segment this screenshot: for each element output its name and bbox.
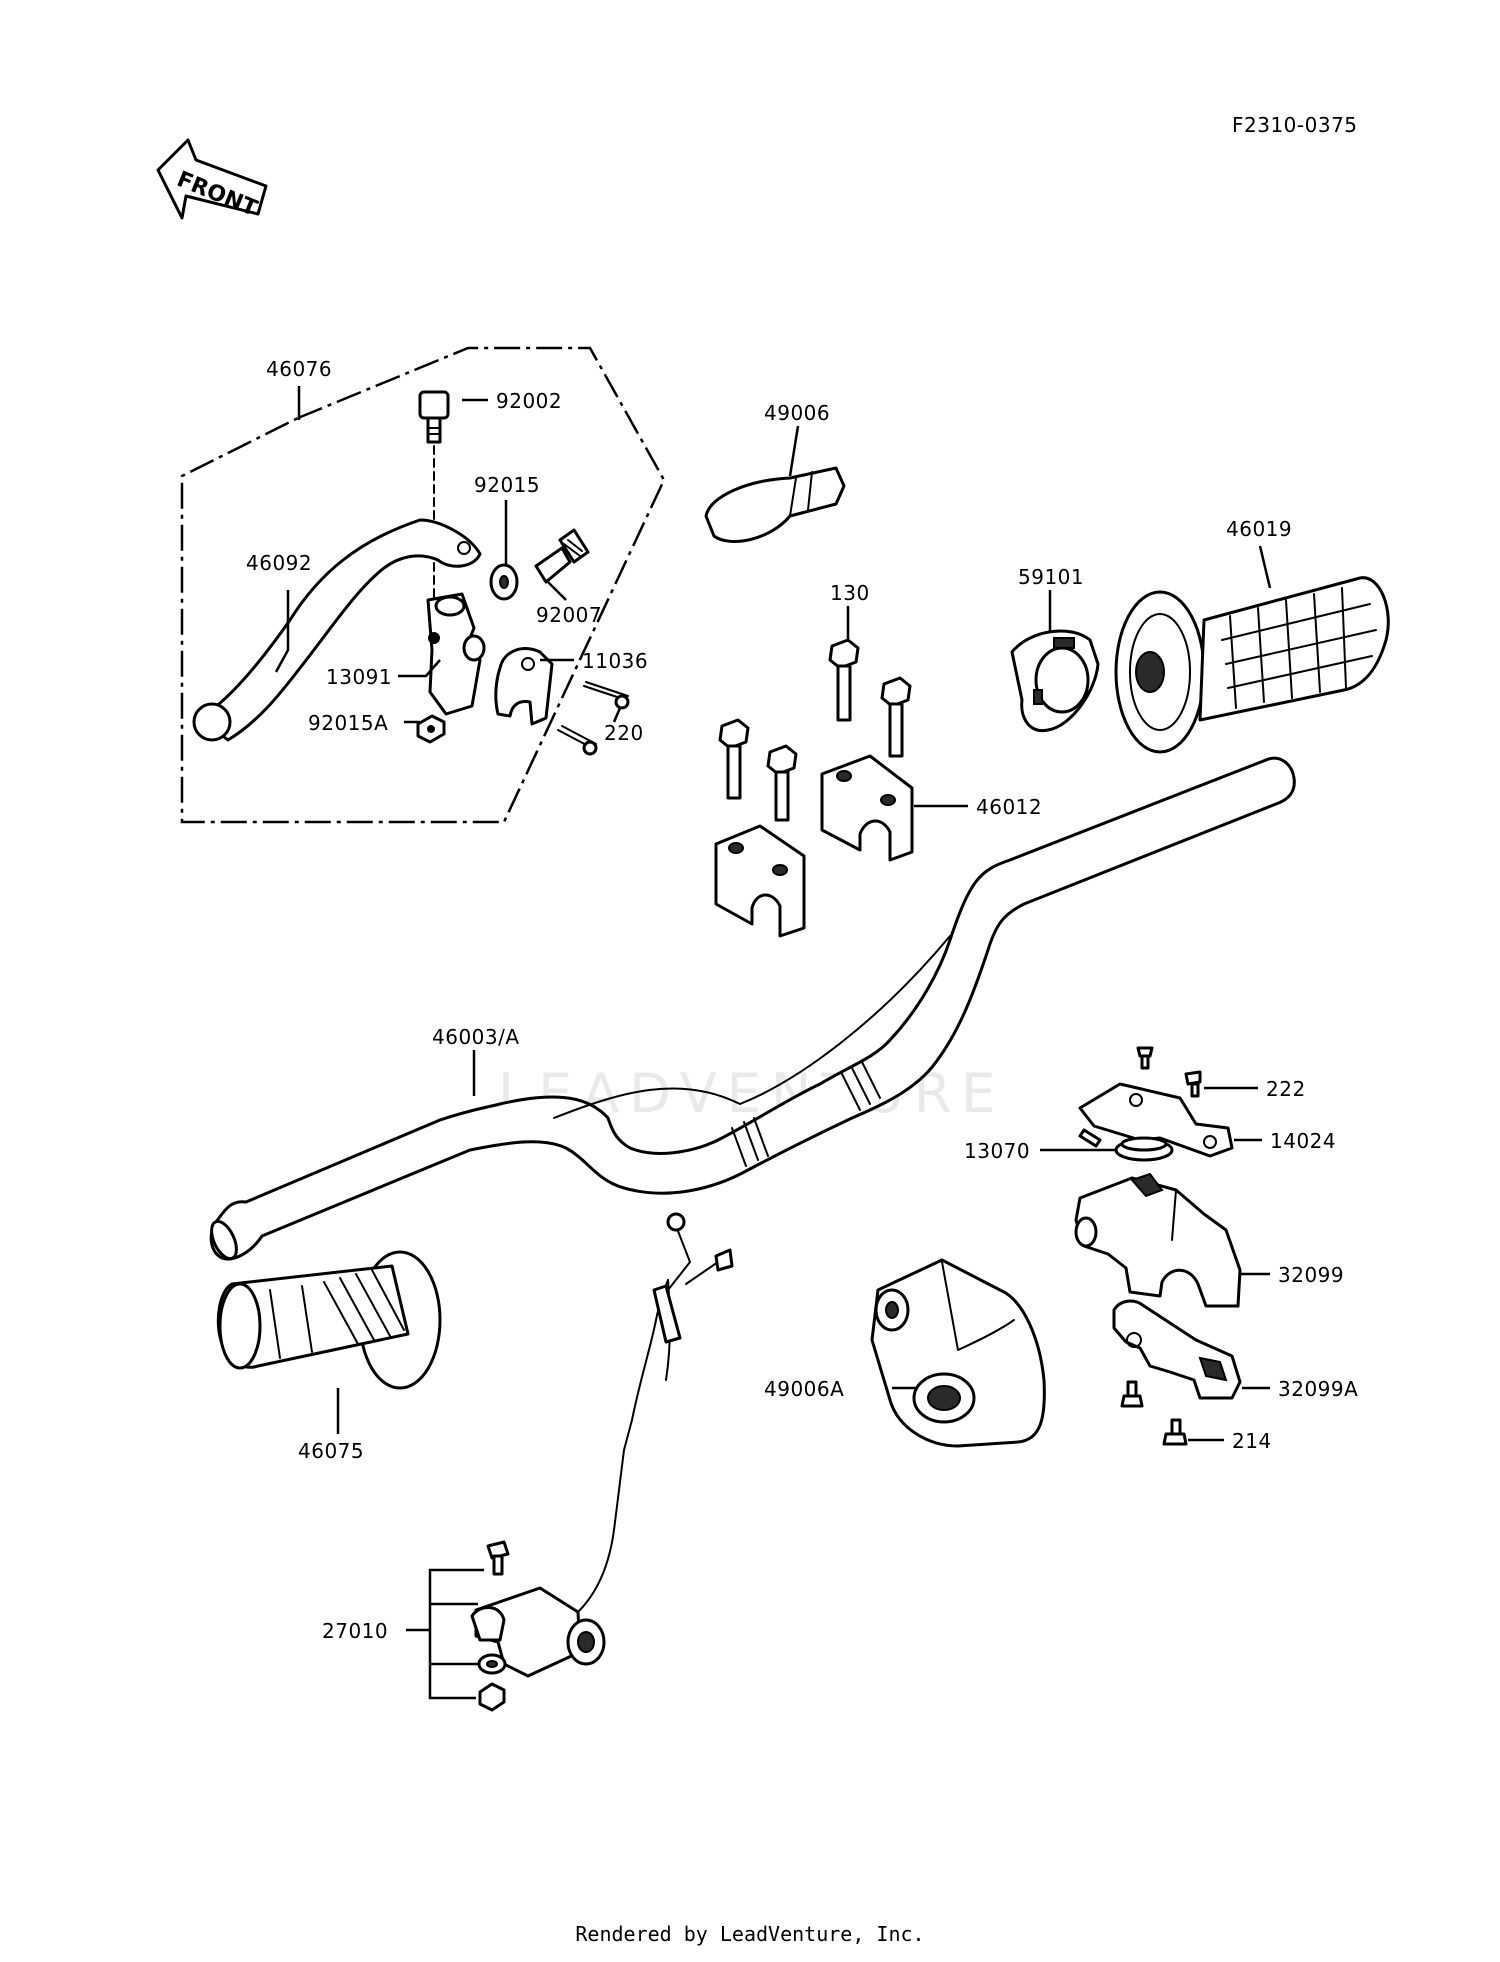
label-13091: 13091	[326, 665, 392, 689]
label-46003A: 46003/A	[432, 1025, 520, 1049]
handlebar-holder-46012-a	[820, 754, 914, 862]
label-46092: 46092	[246, 551, 312, 575]
throttle-pulley-59101	[1010, 629, 1100, 733]
throttle-grip-46019	[1114, 576, 1390, 754]
screw-222-a	[1136, 1046, 1154, 1070]
lever-guard-49006	[704, 466, 846, 544]
label-46019: 46019	[1226, 517, 1292, 541]
label-32099: 32099	[1278, 1263, 1344, 1287]
label-220: 220	[604, 721, 644, 745]
clamp-11036	[494, 647, 554, 726]
adjuster-92007	[534, 528, 590, 584]
screw-214-a	[1120, 1380, 1144, 1408]
front-arrow-icon: FRONT	[156, 138, 268, 222]
throttle-cover-14024	[1078, 1082, 1234, 1158]
bolt-130-b	[880, 676, 912, 758]
screw-220b	[557, 725, 598, 756]
screw-222-b	[1184, 1070, 1202, 1098]
bolt-130-c	[718, 718, 750, 800]
leader-lines	[274, 386, 1272, 1700]
label-11036: 11036	[582, 649, 648, 673]
label-32099A: 32099A	[1278, 1377, 1358, 1401]
kill-switch-27010	[470, 1212, 734, 1712]
throttle-housing-32099	[1074, 1172, 1242, 1308]
label-46075: 46075	[298, 1439, 364, 1463]
pulley-13070	[1114, 1136, 1174, 1162]
clutch-lever-46092	[192, 518, 482, 742]
footer-credit: Rendered by LeadVenture, Inc.	[575, 1922, 925, 1946]
label-92007: 92007	[536, 603, 602, 627]
label-92002: 92002	[496, 389, 562, 413]
label-49006A: 49006A	[764, 1377, 844, 1401]
screw-214-b	[1162, 1418, 1188, 1446]
grip-46075	[216, 1250, 442, 1390]
label-214: 214	[1232, 1429, 1272, 1453]
label-92015: 92015	[474, 473, 540, 497]
label-46012: 46012	[976, 795, 1042, 819]
lever-assembly-outline	[180, 346, 666, 824]
guard-49006A	[870, 1258, 1046, 1448]
nut-92015A	[416, 714, 446, 744]
label-13070: 13070	[964, 1139, 1030, 1163]
lever-holder-13091	[426, 592, 486, 716]
screw-220	[583, 681, 630, 710]
label-14024: 14024	[1270, 1129, 1336, 1153]
bolt-92002	[418, 390, 450, 444]
bolt-130-a	[828, 638, 860, 722]
label-49006: 49006	[764, 401, 830, 425]
throttle-housing-lower-32099A	[1112, 1299, 1242, 1400]
handlebar-holder-46012-b	[714, 824, 806, 938]
label-59101: 59101	[1018, 565, 1084, 589]
label-46076: 46076	[266, 357, 332, 381]
label-27010: 27010	[322, 1619, 388, 1643]
diagram-id: F2310-0375	[1232, 113, 1358, 137]
label-92015A: 92015A	[308, 711, 388, 735]
washer-hole	[499, 575, 509, 589]
label-130: 130	[830, 581, 870, 605]
handlebar-46003A	[209, 756, 1296, 1261]
label-222: 222	[1266, 1077, 1306, 1101]
bolt-130-d	[766, 744, 798, 822]
